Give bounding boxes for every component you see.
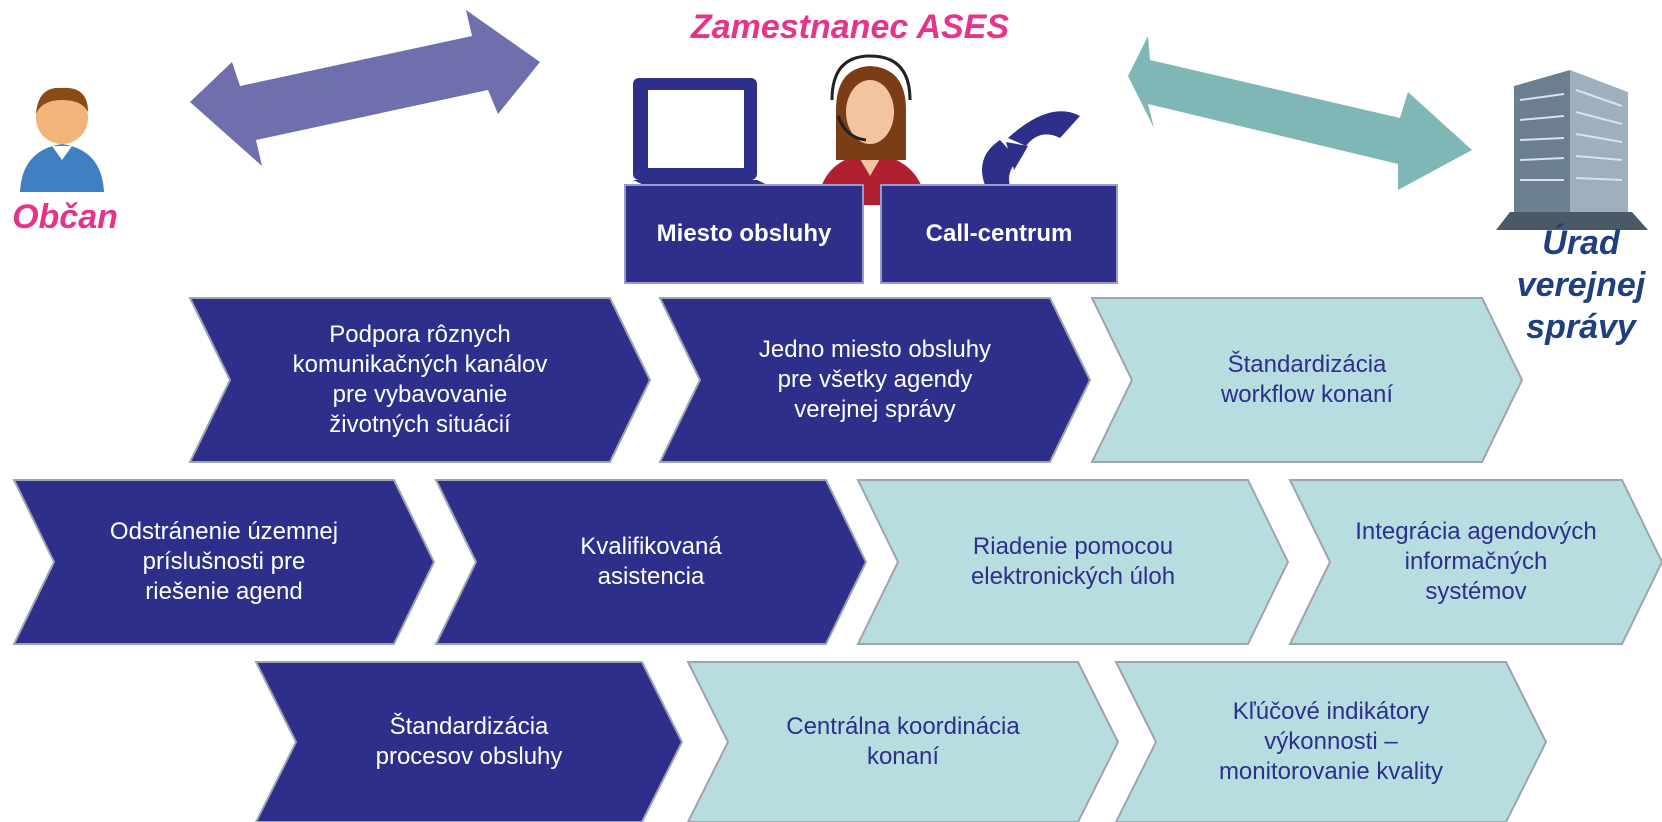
chevron-shape <box>434 479 868 645</box>
chevron-label-line: asistencia <box>597 563 705 590</box>
chevron-shape <box>1288 479 1662 645</box>
phone-icon <box>982 111 1080 196</box>
chevron-label-line: elektronických úloh <box>970 563 1176 590</box>
chevron-label-text: Kľúčové indikátory výkonnosti – monitorova… <box>1219 697 1443 787</box>
chevron-label-text: Štandardizácia workflow konaní <box>1221 350 1393 410</box>
chevron-label-line: systémov <box>1425 578 1527 605</box>
chevron-label-line: Štandardizácia <box>389 713 549 740</box>
laptop-icon <box>633 78 795 198</box>
chevron-label-text: Kvalifikovaná asistencia <box>580 532 721 592</box>
office-label: Úrad verejnej správy <box>1500 222 1662 348</box>
left-double-arrow <box>190 10 540 166</box>
chevron-label-text: Štandardizácia procesov obsluhy <box>376 712 563 772</box>
chevron-label-line: konaní <box>866 743 940 770</box>
chevron-label-line: procesov obsluhy <box>375 743 563 770</box>
chevron-label-line: Jedno miesto obsluhy <box>758 336 992 363</box>
operator-icon <box>818 54 926 205</box>
citizen-icon <box>20 87 104 192</box>
chevron-label-line: životných situácií <box>329 411 511 438</box>
chevron-label-text: Riadenie pomocou elektronických úloh <box>971 532 1175 592</box>
call-center-box: Call-centrum <box>880 184 1118 284</box>
chevron-label-line: Riadenie pomocou <box>972 533 1174 560</box>
chevron-label-text: Podpora rôznych komunikačných kanálov pre … <box>293 320 548 440</box>
chevron-label: Podpora rôznych komunikačných kanálov pre … <box>230 298 610 462</box>
chevron-label-line: výkonnosti – <box>1264 728 1398 755</box>
chevron-label: Štandardizácia workflow konaní <box>1132 298 1482 462</box>
employee-title: Zamestnanec ASES <box>690 8 1010 46</box>
office-label-line: verejnej <box>1516 266 1646 304</box>
chevron-label: Kvalifikovaná asistencia <box>476 480 826 644</box>
chevron-shape <box>658 297 1092 463</box>
chevron-label-line: monitorovanie kvality <box>1218 758 1444 785</box>
office-building-icon <box>1496 70 1648 230</box>
chevron-label: Kľúčové indikátory výkonnosti – monitorova… <box>1156 662 1506 822</box>
chevron-label-line: informačných <box>1404 548 1548 575</box>
chevron-label-line: verejnej správy <box>794 396 956 423</box>
office-label-line: správy <box>1526 308 1636 346</box>
chevron-shape <box>1090 297 1524 463</box>
chevron-label-text: Odstránenie územnej príslušnosti pre rieše… <box>110 517 338 607</box>
chevron-label-text: Jedno miesto obsluhy pre všetky agendy ver… <box>759 335 991 425</box>
chevron-label-line: komunikačných kanálov <box>292 351 548 378</box>
chevron-label: Integrácia agendových informačných systémo… <box>1330 480 1622 644</box>
chevron-label-line: príslušnosti pre <box>142 548 306 575</box>
chevron-label: Centrálna koordinácia konaní <box>728 662 1078 822</box>
chevron-label-line: riešenie agend <box>145 578 303 605</box>
chevron-label-text: Centrálna koordinácia konaní <box>786 712 1019 772</box>
chevron-label-line: workflow konaní <box>1220 381 1394 408</box>
chevron-shape <box>856 479 1290 645</box>
chevron-label: Riadenie pomocou elektronických úloh <box>898 480 1248 644</box>
office-label-line: Úrad <box>1542 224 1620 262</box>
chevron-label-line: Kľúčové indikátory <box>1232 698 1430 725</box>
right-double-arrow <box>1128 36 1472 190</box>
chevron-label: Štandardizácia procesov obsluhy <box>296 662 642 822</box>
chevron-shape <box>254 661 684 822</box>
chevron-label-line: Štandardizácia <box>1227 351 1387 378</box>
chevron-label-line: Kvalifikovaná <box>580 533 722 560</box>
chevron-label-line: pre vybavovanie <box>332 381 508 408</box>
chevron-label-line: Integrácia agendových <box>1355 518 1597 545</box>
chevron-label-line: Centrálna koordinácia <box>786 713 1020 740</box>
chevron-shape <box>188 297 652 463</box>
chevron-group <box>12 297 1662 822</box>
chevron-shape <box>12 479 436 645</box>
chevron-label-text: Integrácia agendových informačných systémo… <box>1355 517 1597 607</box>
service-point-box: Miesto obsluhy <box>624 184 864 284</box>
chevron-label-line: Odstránenie územnej <box>109 518 339 545</box>
chevron-shape <box>686 661 1120 822</box>
chevron-label-line: Podpora rôznych <box>329 321 511 348</box>
citizen-label: Občan <box>12 198 118 236</box>
chevron-shape <box>1114 661 1548 822</box>
chevron-label-line: pre všetky agendy <box>777 366 973 393</box>
chevron-label: Odstránenie územnej príslušnosti pre rieše… <box>54 480 394 644</box>
chevron-label: Jedno miesto obsluhy pre všetky agendy ver… <box>700 298 1050 462</box>
